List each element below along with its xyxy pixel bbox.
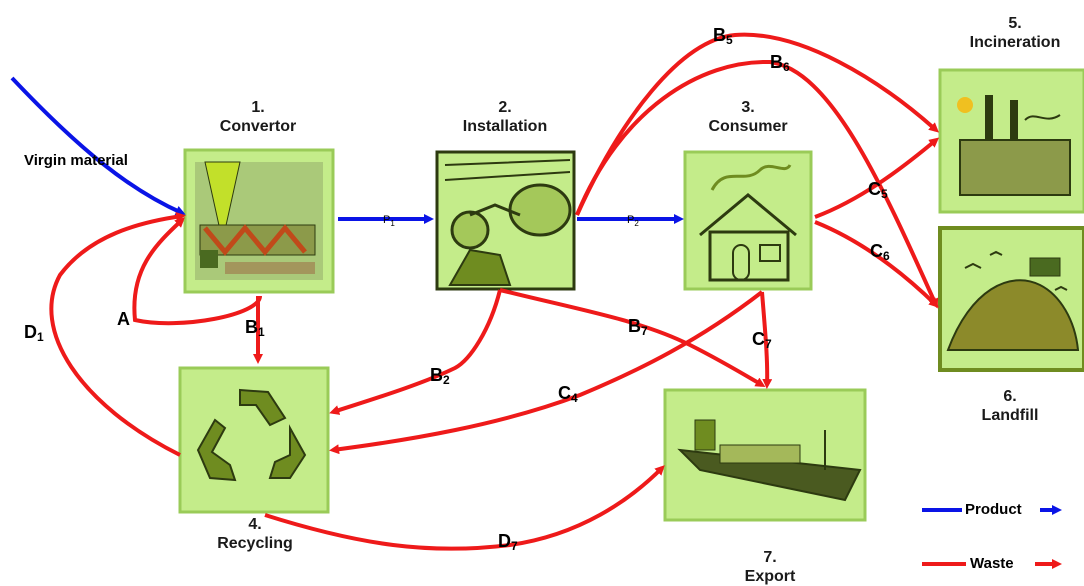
node-recycling-label: 4. Recycling — [190, 515, 320, 553]
flow-a-label: A — [117, 309, 130, 329]
flow-c6-label: C6 — [870, 241, 890, 263]
flow-c4-label: C4 — [558, 383, 578, 405]
flow-b2-arrow — [329, 289, 502, 415]
flow-d1-label: D1 — [24, 322, 44, 344]
recycling-box — [178, 366, 330, 514]
node-installation-label: 2. Installation — [450, 98, 560, 136]
node-landfill-name: Landfill — [981, 407, 1039, 424]
flow-b1-label: B1 — [245, 317, 265, 339]
node-convertor-number: 1. — [251, 99, 265, 116]
flow-c7-arrow — [760, 291, 773, 389]
node-incineration-number: 5. — [1008, 15, 1022, 32]
export-box — [663, 388, 867, 522]
flow-b5-label: B5 — [713, 25, 733, 47]
flow-b6-label: B6 — [770, 52, 790, 74]
virgin-material-label: Virgin material — [24, 152, 128, 169]
node-consumer-number: 3. — [741, 99, 755, 116]
node-incineration-name: Incineration — [969, 34, 1061, 51]
node-recycling-number: 4. — [248, 516, 262, 533]
flow-c4-arrow — [329, 290, 764, 455]
flow-b2-label: B2 — [430, 365, 450, 387]
flow-a-arrow — [132, 217, 262, 326]
consumer-box — [683, 150, 813, 291]
node-landfill-label: 6. Landfill — [960, 387, 1060, 425]
landfill-box — [938, 226, 1084, 372]
incineration-box — [938, 68, 1084, 214]
node-incineration-label: 5. Incineration — [950, 14, 1080, 52]
node-convertor-name: Convertor — [219, 118, 297, 135]
node-installation-number: 2. — [498, 99, 512, 116]
node-installation-name: Installation — [462, 118, 548, 135]
node-export-label: 7. Export — [720, 548, 820, 586]
node-landfill-number: 6. — [1003, 388, 1017, 405]
flow-p1-label: P1 — [383, 214, 395, 229]
node-export-name: Export — [744, 568, 796, 585]
node-recycling-name: Recycling — [217, 535, 293, 552]
legend-waste-label: Waste — [970, 555, 1014, 572]
flow-c6-arrow — [814, 220, 939, 308]
node-export-number: 7. — [763, 549, 777, 566]
flow-c5-label: C5 — [868, 179, 888, 201]
flow-b7-label: B7 — [628, 316, 648, 338]
node-consumer-name: Consumer — [708, 118, 788, 135]
flow-b7-arrow — [499, 288, 766, 388]
legend-product-label: Product — [965, 501, 1022, 518]
convertor-box — [183, 148, 335, 294]
node-convertor-label: 1. Convertor — [208, 98, 308, 136]
flow-d1-arrow — [49, 211, 186, 457]
node-consumer-label: 3. Consumer — [698, 98, 798, 136]
flow-c5-arrow — [814, 137, 940, 219]
flow-d7-arrow — [264, 465, 665, 551]
flow-b6-arrow — [575, 59, 939, 309]
installation-box — [435, 150, 576, 291]
flow-d7-label: D7 — [498, 531, 518, 553]
flow-c7-label: C7 — [752, 329, 772, 351]
virgin-material-arrow — [10, 76, 186, 216]
flow-b5-arrow — [575, 32, 939, 216]
flow-p2-label: P2 — [627, 214, 639, 229]
